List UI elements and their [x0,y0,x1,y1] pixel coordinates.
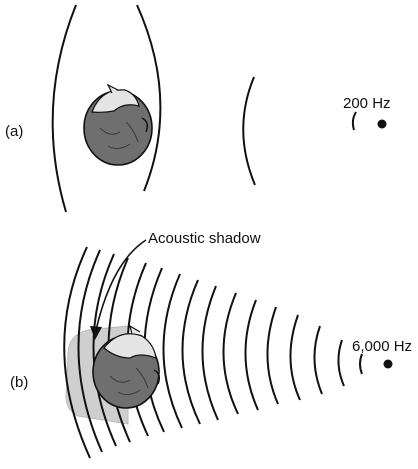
wavefront [51,4,77,213]
sound-source-dot [377,119,387,129]
panel-b-label: (b) [10,374,29,391]
ear [141,117,149,133]
sound-source-dot [383,359,393,369]
wavefront [136,4,162,192]
frequency-label-b: 6,000 Hz [352,338,413,355]
shadow-arrow [90,239,147,340]
wavefront [351,111,357,131]
panel-b-waves [63,246,363,459]
hair-strands [99,121,139,150]
wavefront [222,292,239,415]
wavefront [266,306,279,405]
ear [153,369,161,385]
nose [106,83,119,94]
wavefront [289,314,301,401]
wavefront [92,253,117,447]
hair-strands [109,367,149,396]
acoustic-shadow-label: Acoustic shadow [148,230,261,247]
wavefront [244,299,259,411]
nose [129,324,141,335]
wavefront [359,353,363,375]
panel-a-label: (a) [5,123,24,140]
wavefront [313,325,323,395]
frequency-label-a: 200 Hz [343,95,391,112]
wavefront [201,285,219,421]
head-a [83,83,153,166]
wavefront [63,246,91,459]
panel-a-waves [51,4,357,213]
arrowhead [90,326,102,340]
wavefront [77,249,103,453]
wavefront [242,76,256,186]
wavefront [337,339,345,387]
face [103,333,157,359]
arrow-line [95,239,147,331]
wavefront [181,279,201,425]
head-b [92,324,161,409]
wavefront [162,273,183,429]
